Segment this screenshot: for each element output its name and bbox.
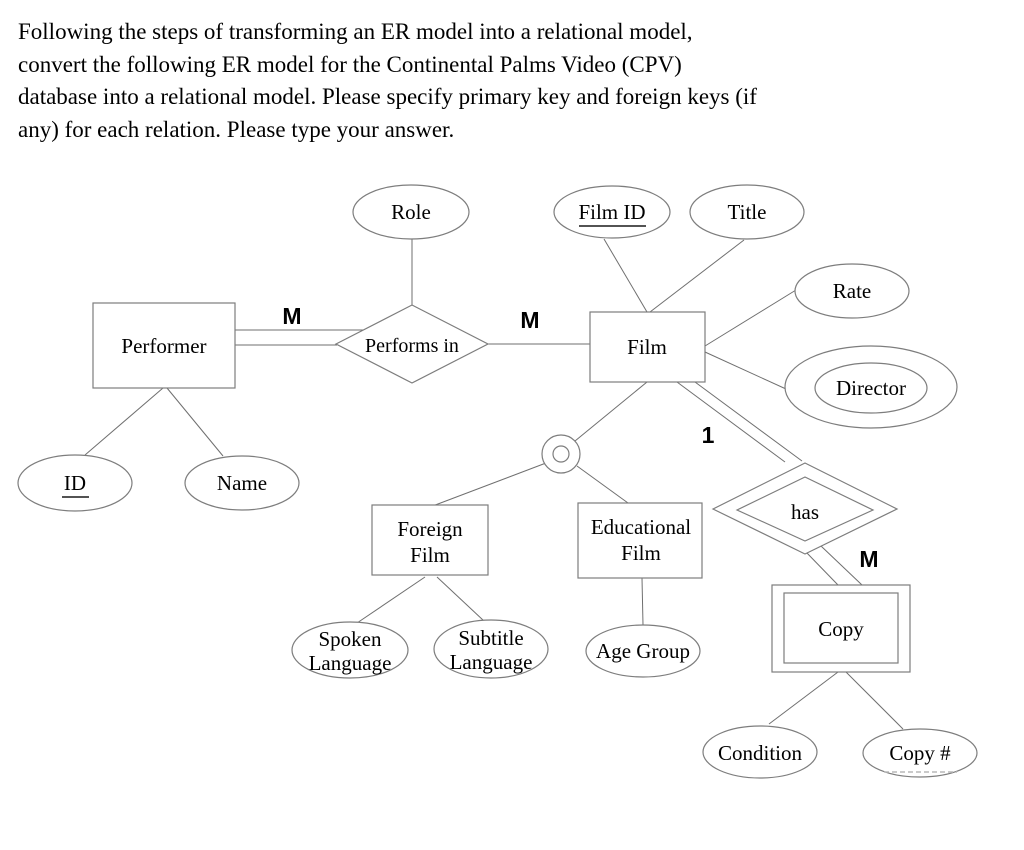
connector-copy-copynumber: [845, 671, 904, 730]
attribute-condition-label: Condition: [718, 741, 803, 765]
entity-copy-inner: [783, 592, 899, 664]
attribute-director-label: Director: [836, 376, 906, 400]
attribute-age-group-label: Age Group: [596, 639, 690, 663]
relationship-has-label: has: [791, 500, 819, 524]
question-line-1: Following the steps of transforming an E…: [18, 19, 693, 44]
attribute-age-group: [585, 624, 701, 678]
category-circle-outer: [541, 434, 581, 474]
entity-film-label: Film: [627, 335, 667, 359]
connector-copy-condition: [768, 671, 839, 725]
connector-educational-agegroup: [641, 577, 644, 626]
category-circle-inner: [552, 445, 570, 463]
connector-film-has-line1: [676, 381, 786, 463]
entity-copy-label: Copy: [818, 617, 864, 641]
connector-has-copy-line2: [820, 545, 863, 586]
entity-educational-film-label-line2: Film: [621, 541, 661, 565]
relationship-has-inner: [735, 476, 875, 542]
attribute-spoken-language-label-line1: Spoken: [319, 627, 383, 651]
connector-has-copy-line1: [804, 550, 839, 586]
entity-educational-film-label-line1: Educational: [591, 515, 691, 539]
question-text: Following the steps of transforming an E…: [18, 16, 958, 146]
attribute-director-outer: [784, 345, 958, 429]
connector-film-category-circle: [574, 381, 648, 442]
question-line-4: any) for each relation. Please type your…: [18, 116, 455, 142]
connector-title-film: [649, 239, 745, 313]
question-line-3: database into a relational model. Please…: [18, 84, 757, 109]
attribute-role: [352, 184, 470, 240]
attribute-director-inner: [814, 362, 928, 414]
attribute-title-label: Title: [728, 200, 767, 224]
attribute-film-id: [553, 185, 671, 239]
cardinality-performer-m: M: [282, 303, 301, 329]
connector-circle-foreign-film: [429, 462, 547, 508]
relationship-performs-in: [334, 304, 490, 384]
attribute-name-label: Name: [217, 471, 267, 495]
question-line-2: convert the following ER model for the C…: [18, 51, 682, 77]
attribute-rate-label: Rate: [833, 279, 871, 303]
cardinality-film-m: M: [520, 307, 539, 333]
attribute-rate: [794, 263, 910, 319]
relationship-performs-in-label: Performs in: [365, 335, 459, 357]
cardinality-has-film-1: 1: [702, 422, 715, 448]
entity-educational-film: [577, 502, 703, 579]
attribute-spoken-language: [291, 621, 409, 679]
connector-circle-educational-film: [576, 465, 629, 504]
attribute-copy-number: [862, 728, 978, 778]
relationship-has-outer: [711, 462, 899, 555]
attribute-condition: [702, 725, 818, 779]
connector-film-has-line2: [694, 381, 803, 462]
attribute-id-label: ID: [64, 471, 86, 495]
attribute-title: [689, 184, 805, 240]
entity-performer: [92, 302, 236, 389]
attribute-name: [184, 455, 300, 511]
connector-foreign-subtitle: [436, 576, 485, 622]
entity-foreign-film: [371, 504, 489, 576]
connector-film-director: [704, 351, 787, 390]
cardinality-has-copy-m: M: [859, 546, 878, 572]
attribute-spoken-language-label-line2: Language: [309, 651, 392, 675]
entity-performer-label: Performer: [121, 334, 206, 358]
attribute-film-id-label: Film ID: [578, 200, 645, 224]
connector-film-rate: [704, 289, 797, 347]
attribute-id: [17, 454, 133, 512]
entity-foreign-film-label-line1: Foreign: [397, 517, 463, 541]
attribute-role-label: Role: [391, 200, 431, 224]
entity-film: [589, 311, 706, 383]
connector-foreign-spoken: [356, 576, 426, 624]
entity-copy-outer: [771, 584, 911, 673]
attribute-subtitle-language-label-line2: Language: [450, 650, 533, 674]
attribute-subtitle-language-label-line1: Subtitle: [458, 626, 523, 650]
attribute-subtitle-language: [433, 619, 549, 679]
connector-performer-id: [84, 387, 164, 456]
entity-foreign-film-label-line2: Film: [410, 543, 450, 567]
attribute-copy-number-label: Copy #: [889, 741, 951, 765]
connector-filmid-film: [603, 238, 648, 313]
connector-performer-name: [166, 387, 224, 457]
